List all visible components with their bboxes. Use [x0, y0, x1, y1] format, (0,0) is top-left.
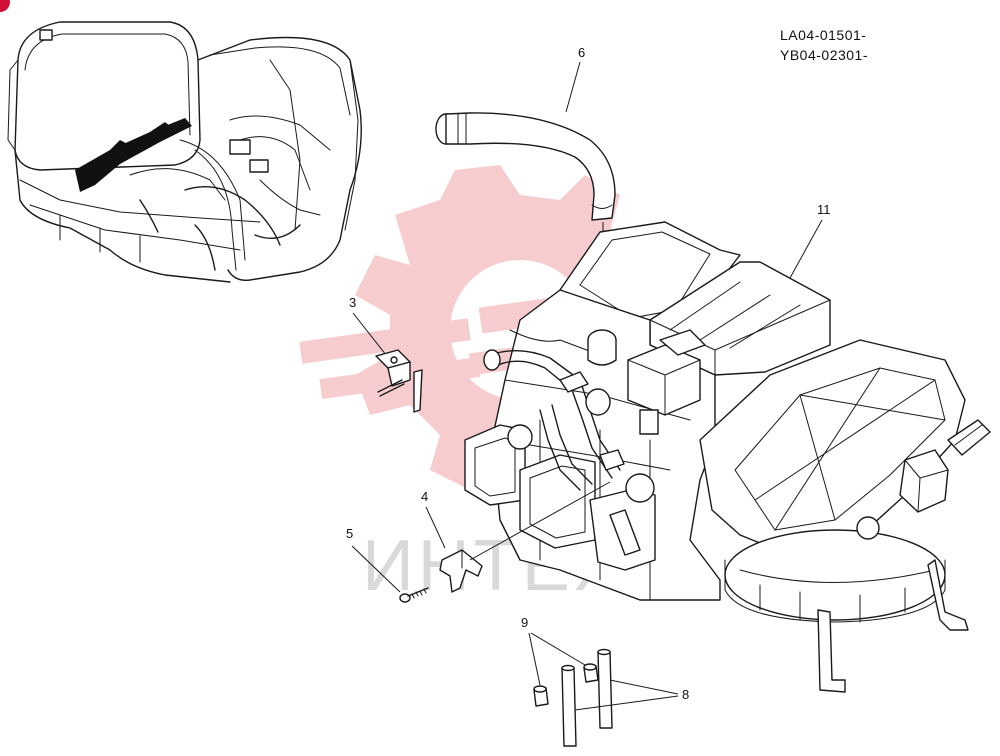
callout-8: 8 — [682, 687, 689, 702]
callout-4: 4 — [421, 489, 428, 504]
serial-code-1: LA04-01501- — [780, 27, 866, 43]
callout-5: 5 — [346, 526, 353, 541]
callout-9: 9 — [521, 615, 528, 630]
serial-code-2: YB04-02301- — [780, 47, 868, 63]
corner-badge — [0, 0, 10, 12]
part-5-screw: 5 — [346, 526, 429, 603]
part-11-heater-unit: 11 — [464, 202, 991, 693]
callout-6: 6 — [578, 45, 585, 60]
part-8-pipes: 8 — [561, 648, 689, 747]
part-3-bracket: 3 — [349, 295, 423, 413]
callout-3: 3 — [349, 295, 356, 310]
part-4-clip: 4 — [421, 481, 611, 593]
callout-11: 11 — [817, 202, 831, 217]
machine-overview — [7, 21, 362, 283]
part-9-caps: 9 — [521, 615, 599, 707]
